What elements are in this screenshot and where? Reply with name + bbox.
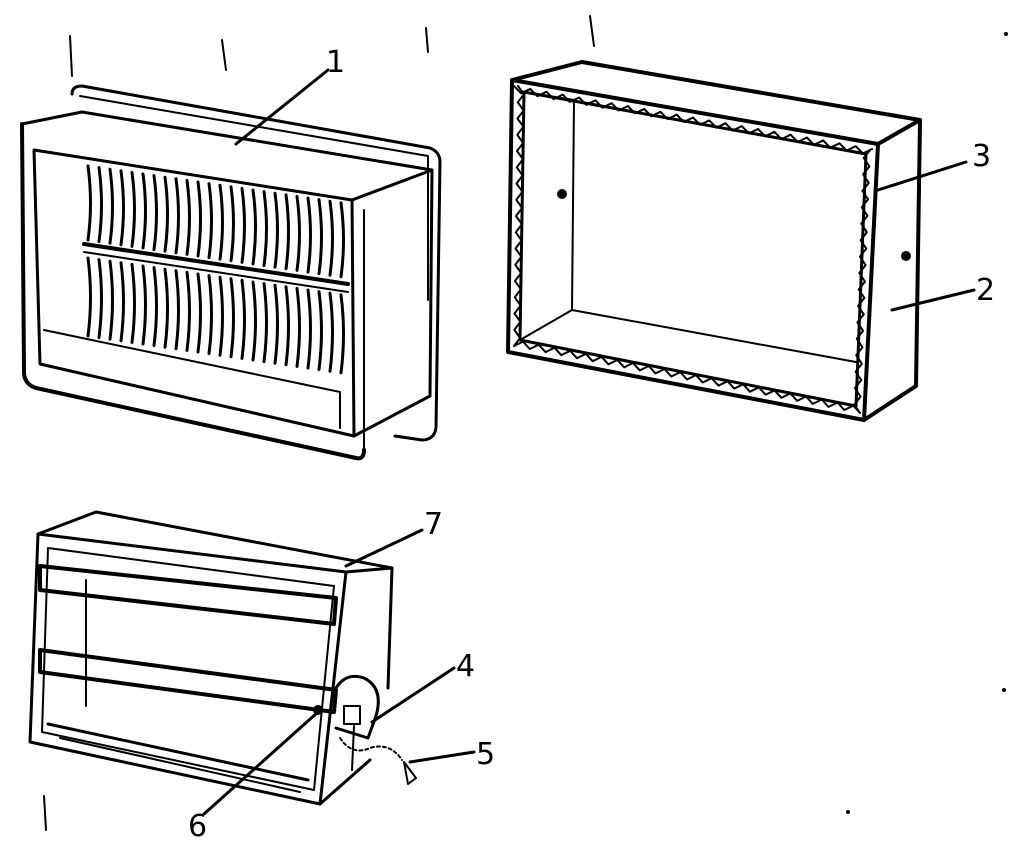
- leader-line-6: [202, 710, 320, 816]
- louver-blade: [108, 259, 114, 341]
- louver-blade: [185, 270, 191, 352]
- louver-blade: [86, 164, 92, 242]
- callout-1: 1: [326, 45, 345, 80]
- sleeve-lining: [513, 85, 873, 414]
- louver-blade: [185, 178, 191, 256]
- louver-blade: [317, 290, 323, 372]
- louver-blade: [97, 258, 103, 340]
- wall-sleeve: [506, 60, 922, 422]
- louver-blade: [207, 182, 213, 260]
- louver-blade: [317, 198, 323, 276]
- louver-blade: [196, 180, 202, 258]
- lining-pattern: [853, 149, 871, 414]
- leader-line-4: [370, 666, 456, 724]
- louver-blade: [196, 272, 202, 354]
- louver-blade: [328, 291, 334, 373]
- damper-motor: [334, 674, 380, 740]
- louver-blade: [152, 174, 158, 252]
- louver-blade: [218, 183, 224, 261]
- louver-blade: [295, 194, 301, 272]
- louver-blade: [251, 188, 257, 266]
- louver-blade: [306, 196, 312, 274]
- louver-blade: [339, 201, 345, 279]
- louver-blade: [207, 274, 213, 356]
- louver-blade: [306, 288, 312, 370]
- leader-line-2: [890, 288, 976, 312]
- scan-marks: [43, 15, 1008, 831]
- lining-pattern: [513, 85, 873, 155]
- leader-line-3: [876, 160, 968, 192]
- louver-blade: [163, 175, 169, 253]
- louver-blade: [119, 261, 125, 343]
- louver-blade: [97, 166, 103, 244]
- leader-line-5: [408, 750, 476, 764]
- louver-blade: [119, 169, 125, 247]
- louver-blade: [130, 170, 136, 248]
- louver-blade: [262, 190, 268, 268]
- leader-lines: [202, 68, 976, 816]
- louver-blade: [229, 277, 235, 359]
- callout-6: 6: [188, 809, 207, 844]
- louver-blade: [295, 286, 301, 368]
- louver-blade: [328, 199, 334, 277]
- louver-blade: [273, 191, 279, 269]
- louver-blade: [229, 185, 235, 263]
- louver-blade: [152, 266, 158, 348]
- leader-line-7: [344, 528, 424, 568]
- damper-linkage: [339, 737, 403, 761]
- louver-blade: [130, 262, 136, 344]
- louver-blade: [273, 283, 279, 365]
- callout-7: 7: [424, 507, 443, 542]
- callout-labels: 1 2 3 4 5 6 7: [188, 45, 995, 844]
- damper-assembly: [28, 510, 417, 806]
- callout-4: 4: [456, 649, 475, 684]
- louver-blade: [108, 167, 114, 245]
- lining-pattern: [513, 85, 525, 347]
- grille-assembly: [20, 84, 442, 461]
- callout-2: 2: [976, 273, 995, 308]
- louver-blade: [251, 280, 257, 362]
- louver-blade: [339, 293, 345, 375]
- louver-blade: [284, 193, 290, 271]
- louver-blade: [284, 285, 290, 367]
- louver-blade: [163, 267, 169, 349]
- mounting-hole: [557, 189, 567, 199]
- louver-blades: [86, 164, 345, 375]
- louver-blade: [262, 282, 268, 364]
- louver-blade: [218, 275, 224, 357]
- lining-pattern: [513, 340, 861, 414]
- louver-blade: [174, 177, 180, 255]
- leader-line-1: [234, 68, 330, 146]
- mounting-hole: [901, 251, 911, 261]
- louver-blade: [174, 269, 180, 351]
- louver-blade: [141, 172, 147, 250]
- louver-blade: [240, 186, 246, 264]
- callout-5: 5: [476, 737, 495, 772]
- callout-3: 3: [972, 139, 991, 174]
- louver-blade: [240, 278, 246, 360]
- louver-blade: [141, 264, 147, 346]
- louver-blade: [86, 256, 92, 338]
